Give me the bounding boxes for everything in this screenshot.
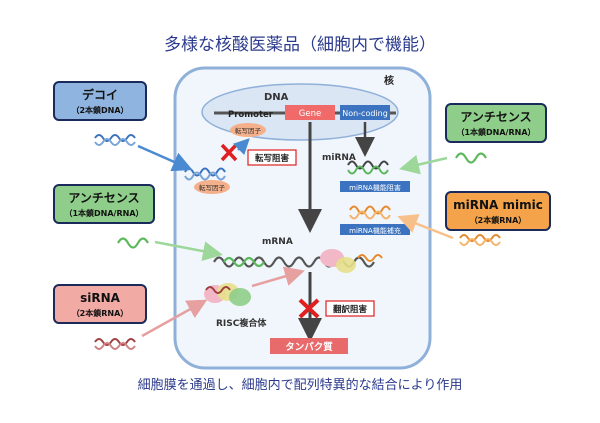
mirna-mimic-sub: （2本鎖RNA） (470, 215, 527, 225)
sirna-sub: （2本鎖RNA） (72, 308, 129, 318)
antisense-left-molecule (117, 237, 149, 249)
sirna-box: siRNA （2本鎖RNA） (53, 284, 147, 324)
dna-label: DNA (264, 92, 289, 103)
mimic-bound-mrna (357, 254, 383, 262)
protein-label: タンパク質 (285, 341, 333, 353)
antisense-left-title: アンチセンス (68, 191, 139, 205)
decoy-title: デコイ (82, 87, 118, 102)
transcription-factor (230, 123, 266, 137)
decoy-sub: （2本鎖DNA） (71, 105, 128, 115)
antisense-left-box: アンチセンス （1本鎖DNA/RNA） (53, 184, 155, 224)
translation-block-cross (298, 298, 320, 319)
decoy-box: デコイ （2本鎖DNA） (53, 81, 147, 121)
risc-label: RISC複合体 (216, 317, 267, 329)
mirna-inhibit-tag (340, 181, 410, 192)
diagram-footer: 細胞膜を通過し、細胞内で配列特異的な結合により作用 (138, 377, 463, 393)
gene-label: Gene (299, 109, 321, 119)
sirna-molecule (94, 338, 136, 346)
transcription-block-tag (247, 149, 297, 166)
diagram-title: 多様な核酸医薬品（細胞内で機能） (164, 35, 436, 55)
mirna-strand (347, 160, 389, 170)
antisense-right-molecule (455, 152, 487, 164)
nucleus-label: 核 (384, 74, 394, 87)
antisense-right-box: アンチセンス （1本鎖DNA/RNA） (445, 103, 547, 143)
ribosome-small (336, 257, 356, 273)
decoy-transcription-factor (194, 180, 230, 194)
protein-box (270, 338, 348, 354)
antisense-left-sub: （1本鎖DNA/RNA） (64, 208, 143, 218)
decoy-molecule (94, 134, 136, 142)
mirna-inhibit-label: miRNA機能阻害 (349, 183, 401, 192)
gene-segment (285, 105, 335, 120)
risc-part-green (229, 288, 251, 306)
sirna-title: siRNA (80, 291, 121, 305)
mrna-label: mRNA (262, 237, 293, 247)
promoter-label: Promoter (228, 110, 274, 120)
noncoding-label: Non-coding (342, 109, 388, 118)
antisense-right-title: アンチセンス (460, 110, 531, 124)
noncoding-segment (340, 105, 390, 120)
mirna-supplement-tag (340, 224, 410, 235)
mirna-supplement-label: miRNA機能補充 (349, 226, 401, 235)
antisense-bound-mrna (223, 256, 265, 268)
translation-block-label: 翻訳阻害 (333, 304, 368, 315)
mirna-mimic-box: miRNA mimic （2本鎖RNA） (445, 191, 551, 231)
mirna-mimic-title: miRNA mimic (453, 198, 543, 212)
decoy-tf-label: 転写因子 (199, 184, 226, 192)
mirna-antisense-strand (347, 165, 389, 175)
mirna-mimic-molecule (459, 234, 501, 242)
transcription-factor-label: 転写因子 (235, 127, 262, 135)
mirna-label: miRNA (322, 153, 356, 163)
translation-block-tag (325, 300, 375, 317)
transcription-block-label: 転写阻害 (255, 153, 290, 164)
antisense-right-sub: （1本鎖DNA/RNA） (456, 127, 535, 137)
mirna-mimic-strand (349, 205, 391, 215)
